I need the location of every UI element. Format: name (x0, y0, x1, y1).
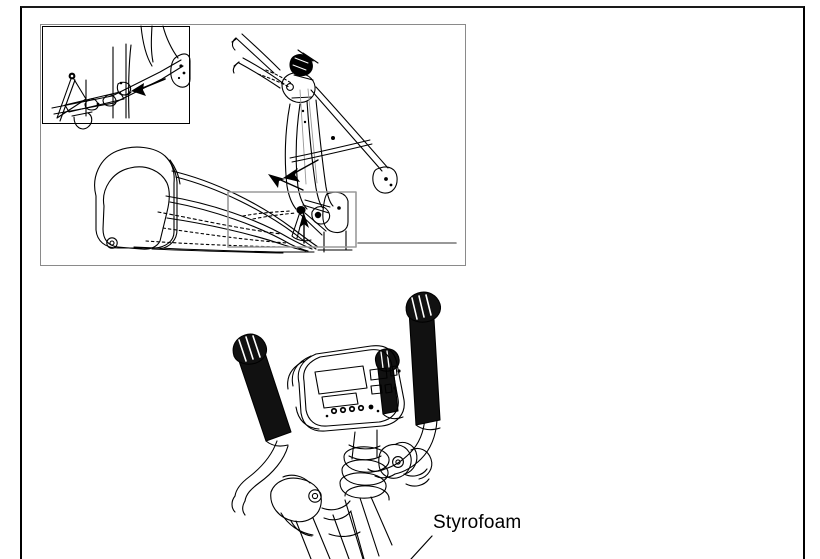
styrofoam-label: Styrofoam (433, 512, 522, 533)
inset-detail-artwork (51, 25, 191, 130)
bottom-figure-artwork (231, 291, 442, 559)
top-figure-artwork (94, 33, 457, 254)
